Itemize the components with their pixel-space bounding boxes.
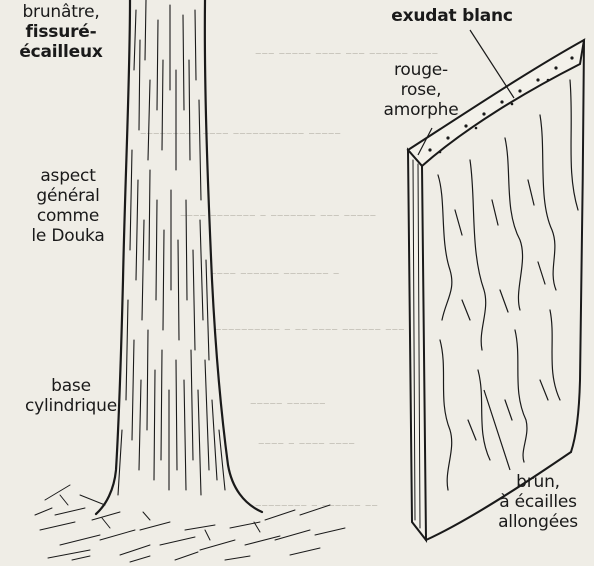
label-general-aspect: aspect général comme le Douka: [18, 166, 118, 246]
label-line: le Douka: [18, 226, 118, 246]
label-line: exudat blanc: [372, 6, 532, 26]
label-line: écailleux: [2, 42, 120, 62]
label-bark-color: brunâtre, fissuré- écailleux: [2, 2, 120, 62]
label-line: rose,: [376, 80, 466, 100]
label-line: allongées: [486, 512, 590, 532]
label-line: amorphe: [376, 100, 466, 120]
label-line: aspect: [18, 166, 118, 186]
label-line: rouge-: [376, 60, 466, 80]
label-slash: rouge- rose, amorphe: [376, 60, 466, 120]
leader-exudate: [470, 30, 514, 98]
label-line: base: [16, 376, 126, 396]
leader-slash: [418, 128, 432, 155]
label-line: brun,: [486, 472, 590, 492]
label-exudate: exudat blanc: [372, 6, 532, 26]
label-line: comme: [18, 206, 118, 226]
label-line: cylindrique: [16, 396, 126, 416]
label-line: à écailles: [486, 492, 590, 512]
label-line: général: [18, 186, 118, 206]
label-base: base cylindrique: [16, 376, 126, 416]
label-line: brunâtre,: [2, 2, 120, 22]
label-line: fissuré-: [2, 22, 120, 42]
leader-scales: [484, 390, 510, 470]
label-scales: brun, à écailles allongées: [486, 472, 590, 532]
